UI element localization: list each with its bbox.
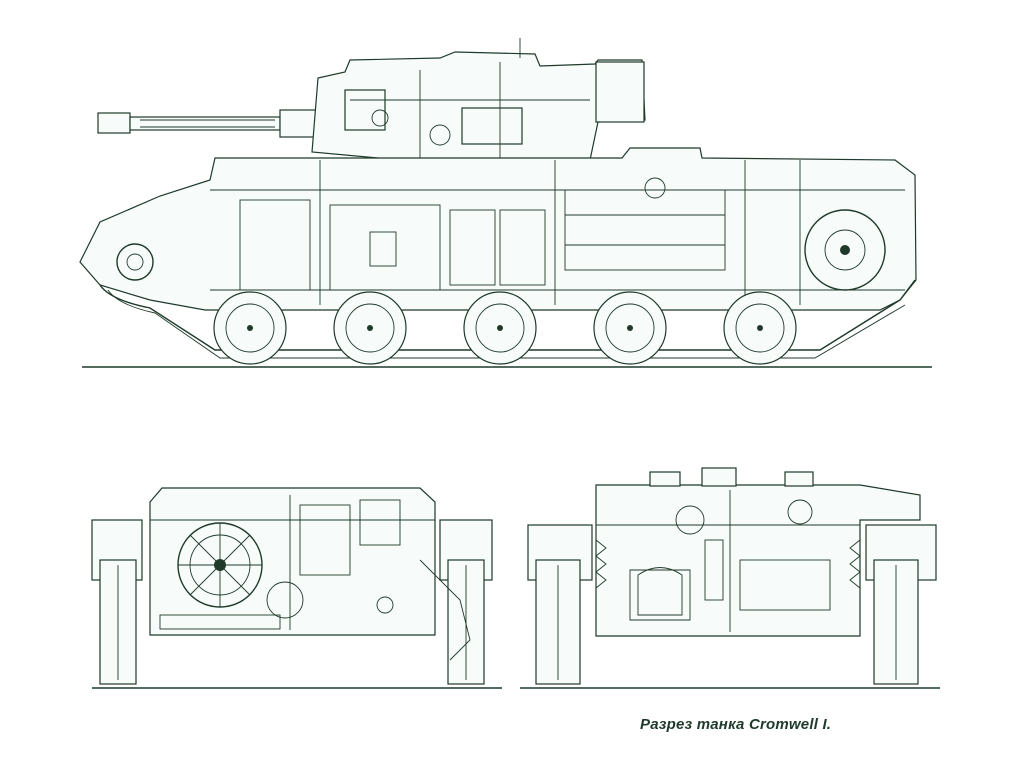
hull xyxy=(79,147,917,311)
drawing-caption: Разрез танка Cromwell I. xyxy=(640,716,832,733)
front-view xyxy=(91,487,502,689)
road-wheels xyxy=(213,291,797,365)
gun-barrel xyxy=(97,109,329,138)
side-view xyxy=(79,38,932,368)
rear-view xyxy=(520,467,940,689)
turret xyxy=(311,38,646,161)
